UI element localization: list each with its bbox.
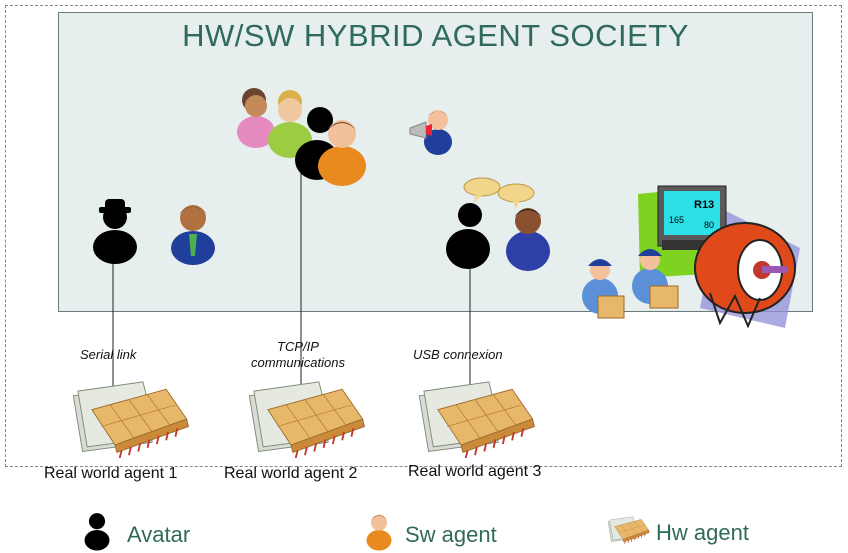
- legend-sw-agent-label: Sw agent: [405, 522, 497, 547]
- legend-avatar-icon: [78, 508, 116, 552]
- industrial-robot-scene: R13 165 80: [582, 185, 800, 329]
- society-title: HW/SW HYBRID AGENT SOCIETY: [182, 18, 689, 53]
- monitor-icon: R13 165 80: [657, 185, 727, 250]
- legend-hw-agent-label: Hw agent: [656, 520, 749, 545]
- speech-bubble-icon-2: [497, 183, 535, 209]
- usb-link-label: USB connexion: [413, 347, 503, 362]
- speech-bubble-icon-1: [463, 177, 501, 203]
- worker-icon-2: [632, 249, 679, 309]
- worker-icon-1: [582, 259, 625, 319]
- hw-agent-chip-3: [410, 380, 540, 458]
- sw-agent-icon-3: [506, 208, 550, 271]
- svg-text:R13: R13: [694, 199, 714, 211]
- real-world-agent-2-label: Real world agent 2: [224, 465, 358, 482]
- sw-agent-icon-1: [171, 205, 215, 265]
- tire-icon: [694, 222, 796, 329]
- hw-agent-chip-2: [240, 380, 370, 458]
- real-world-agent-1-label: Real world agent 1: [44, 465, 178, 482]
- dialog-pair-icon: [446, 177, 550, 271]
- hw-agent-chip-1: [64, 380, 194, 458]
- sw-agent-orange-icon: [318, 120, 366, 186]
- serial-link-label: Serial link: [80, 347, 137, 362]
- legend-sw-agent-icon: [366, 514, 392, 551]
- hardware-environment-frame: [5, 5, 842, 467]
- svg-text:80: 80: [704, 220, 714, 230]
- real-world-agent-3-label: Real world agent 3: [408, 463, 542, 480]
- legend-avatar-label: Avatar: [127, 522, 191, 547]
- svg-text:165: 165: [669, 215, 684, 225]
- avatar-icon-1: [93, 199, 137, 264]
- megaphone-agent-icon: [409, 110, 452, 155]
- agent-group-icon: [237, 88, 366, 186]
- sw-agent-pink-icon: [237, 88, 275, 148]
- avatar-icon-3: [446, 203, 490, 269]
- legend-hw-agent-icon: [604, 516, 652, 544]
